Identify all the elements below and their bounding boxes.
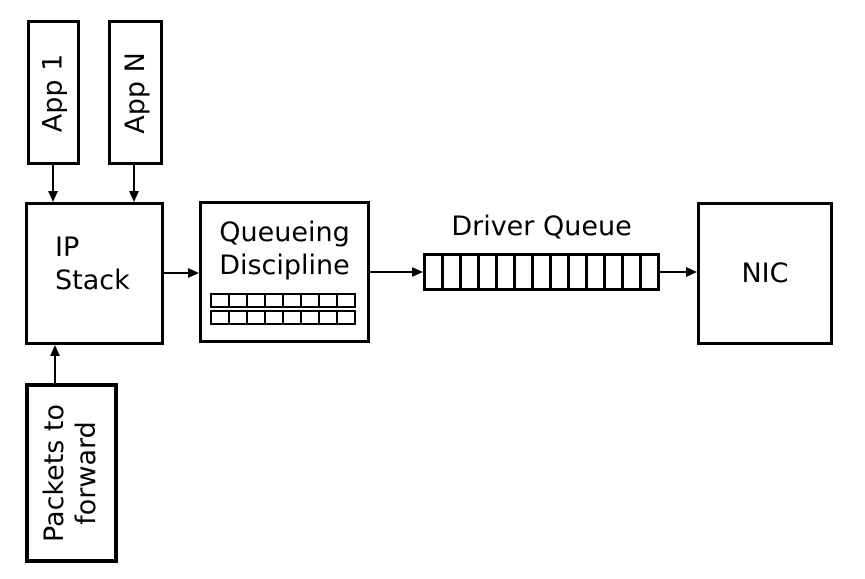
driver-queue-cell	[552, 256, 570, 288]
arrowhead-up-icon	[50, 345, 60, 356]
driver-queue-cell	[426, 256, 444, 288]
qdisc-queue-row	[210, 310, 356, 325]
driver-queue-cell	[624, 256, 642, 288]
qdisc-queue-cell	[284, 312, 302, 323]
arrow-appn-to-ipstack	[133, 165, 135, 192]
nic-node: NIC	[697, 202, 833, 345]
driver-queue-cell	[570, 256, 588, 288]
qdisc-queue-cell	[212, 295, 230, 306]
qdisc-queue-cell	[302, 295, 320, 306]
driver-queue-cell	[642, 256, 657, 288]
qdisc-queue-cell	[248, 295, 266, 306]
packets-to-forward-node: Packets to forward	[25, 383, 118, 563]
driver-queue-cells	[423, 253, 660, 291]
arrow-driverqueue-to-nic	[660, 271, 687, 273]
arrowhead-right-icon	[412, 267, 423, 277]
driver-queue-cell	[498, 256, 516, 288]
queueing-discipline-label: Queueing Discipline	[219, 217, 350, 281]
app1-node: App 1	[27, 20, 80, 165]
arrowhead-right-icon	[188, 268, 199, 278]
qdisc-queue-grid	[210, 293, 356, 327]
qdisc-queue-cell	[230, 312, 248, 323]
qdisc-queue-cell	[248, 312, 266, 323]
appn-label: App N	[119, 51, 151, 134]
arrow-ipstack-to-qdisc	[164, 272, 189, 274]
arrow-qdisc-to-driverqueue	[370, 271, 413, 273]
qdisc-queue-cell	[230, 295, 248, 306]
driver-queue-cell	[444, 256, 462, 288]
arrow-app1-to-ipstack	[52, 165, 54, 192]
driver-queue-label: Driver Queue	[451, 211, 632, 242]
qdisc-queue-cell	[320, 312, 338, 323]
qdisc-queue-cell	[338, 312, 354, 323]
driver-queue-cell	[516, 256, 534, 288]
arrow-packetsforward-to-ipstack	[54, 355, 56, 383]
appn-node: App N	[108, 20, 163, 165]
qdisc-queue-cell	[338, 295, 354, 306]
arrowhead-down-icon	[48, 191, 58, 202]
packets-to-forward-label: Packets to forward	[39, 403, 103, 543]
driver-queue-cell	[462, 256, 480, 288]
qdisc-queue-cell	[320, 295, 338, 306]
qdisc-queue-cell	[266, 312, 284, 323]
qdisc-queue-cell	[284, 295, 302, 306]
arrowhead-right-icon	[686, 267, 697, 277]
ip-stack-label: IP Stack	[55, 232, 130, 296]
app1-label: App 1	[37, 53, 69, 132]
driver-queue-cell	[534, 256, 552, 288]
arrowhead-down-icon	[129, 191, 139, 202]
nic-label: NIC	[741, 258, 789, 289]
ip-stack-node: IP Stack	[25, 202, 164, 345]
driver-queue-cell	[588, 256, 606, 288]
driver-queue-cell	[606, 256, 624, 288]
qdisc-queue-cell	[212, 312, 230, 323]
qdisc-queue-row	[210, 293, 356, 308]
driver-queue-cell	[480, 256, 498, 288]
queueing-discipline-node: Queueing Discipline	[199, 201, 370, 343]
qdisc-queue-cell	[302, 312, 320, 323]
qdisc-queue-cell	[266, 295, 284, 306]
